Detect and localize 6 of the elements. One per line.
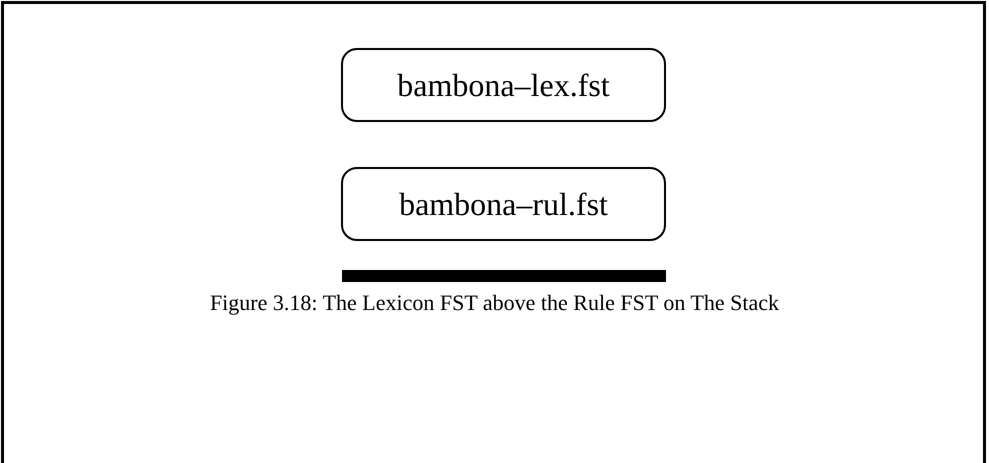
file-box	[341, 167, 666, 241]
file-name: bambona–rul.fst	[399, 188, 608, 220]
file-name: bambona–lex.fst	[397, 69, 610, 101]
figure-caption: Figure 3.18: The Lexicon FST above the Rule FST on The Stack	[210, 289, 780, 317]
stack-base-bar	[342, 270, 666, 282]
file-box	[341, 48, 666, 122]
